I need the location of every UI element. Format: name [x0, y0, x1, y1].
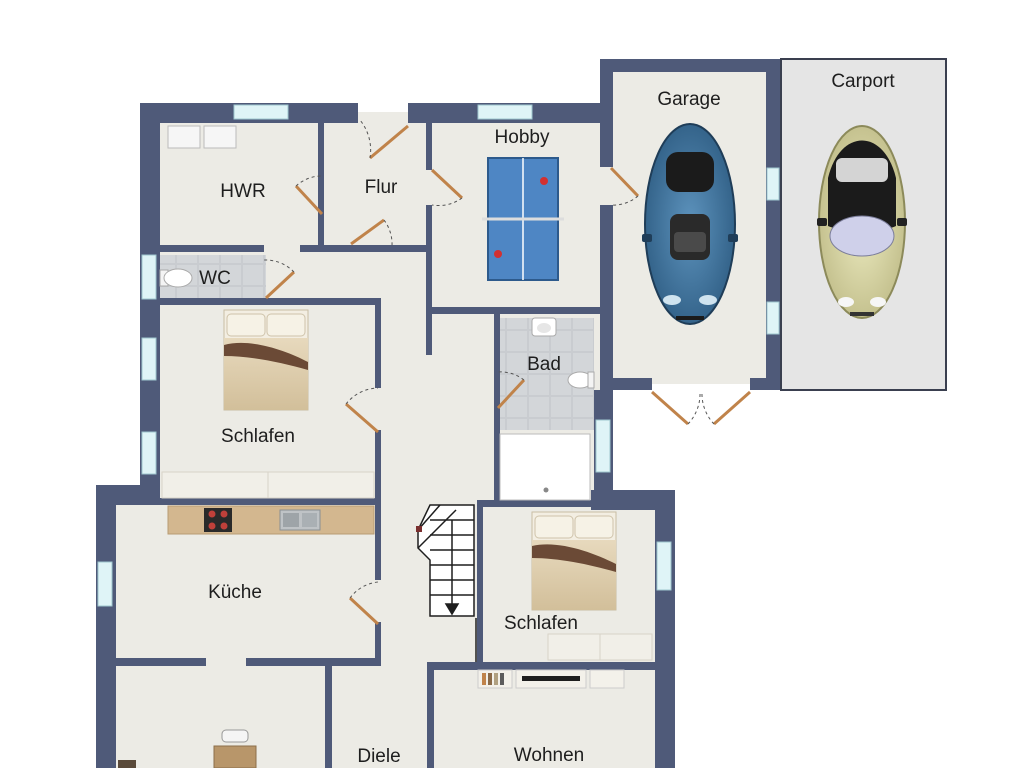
room-label-schlafen-1: Schlafen [221, 426, 295, 447]
room-label-kueche: Küche [208, 582, 262, 603]
room-label-diele: Diele [357, 746, 401, 767]
room-label-hwr: HWR [220, 181, 266, 202]
room-label-wc: WC [199, 268, 231, 289]
tv-sideboard [477, 669, 625, 689]
room-label-schlafen-2: Schlafen [504, 613, 578, 634]
washing-machines [167, 125, 237, 149]
dining-table [118, 729, 257, 768]
kitchen-counter [167, 505, 375, 535]
room-label-wohnen: Wohnen [513, 745, 585, 766]
windows [97, 104, 780, 607]
room-label-bad: Bad [527, 354, 561, 375]
room-label-garage: Garage [657, 89, 721, 110]
doors [263, 119, 751, 626]
staircase [416, 504, 477, 662]
room-label-carport: Carport [831, 71, 895, 92]
carport-car [817, 125, 907, 319]
wardrobes [161, 471, 653, 661]
room-label-hobby: Hobby [494, 127, 550, 148]
garage-car [642, 123, 738, 325]
wc-toilet [159, 268, 193, 288]
room-label-flur: Flur [364, 177, 398, 198]
bed-schlafen-2 [531, 511, 617, 611]
table-tennis-table [482, 157, 564, 281]
bed-schlafen-1 [223, 309, 309, 411]
bad-fixtures [499, 317, 595, 501]
